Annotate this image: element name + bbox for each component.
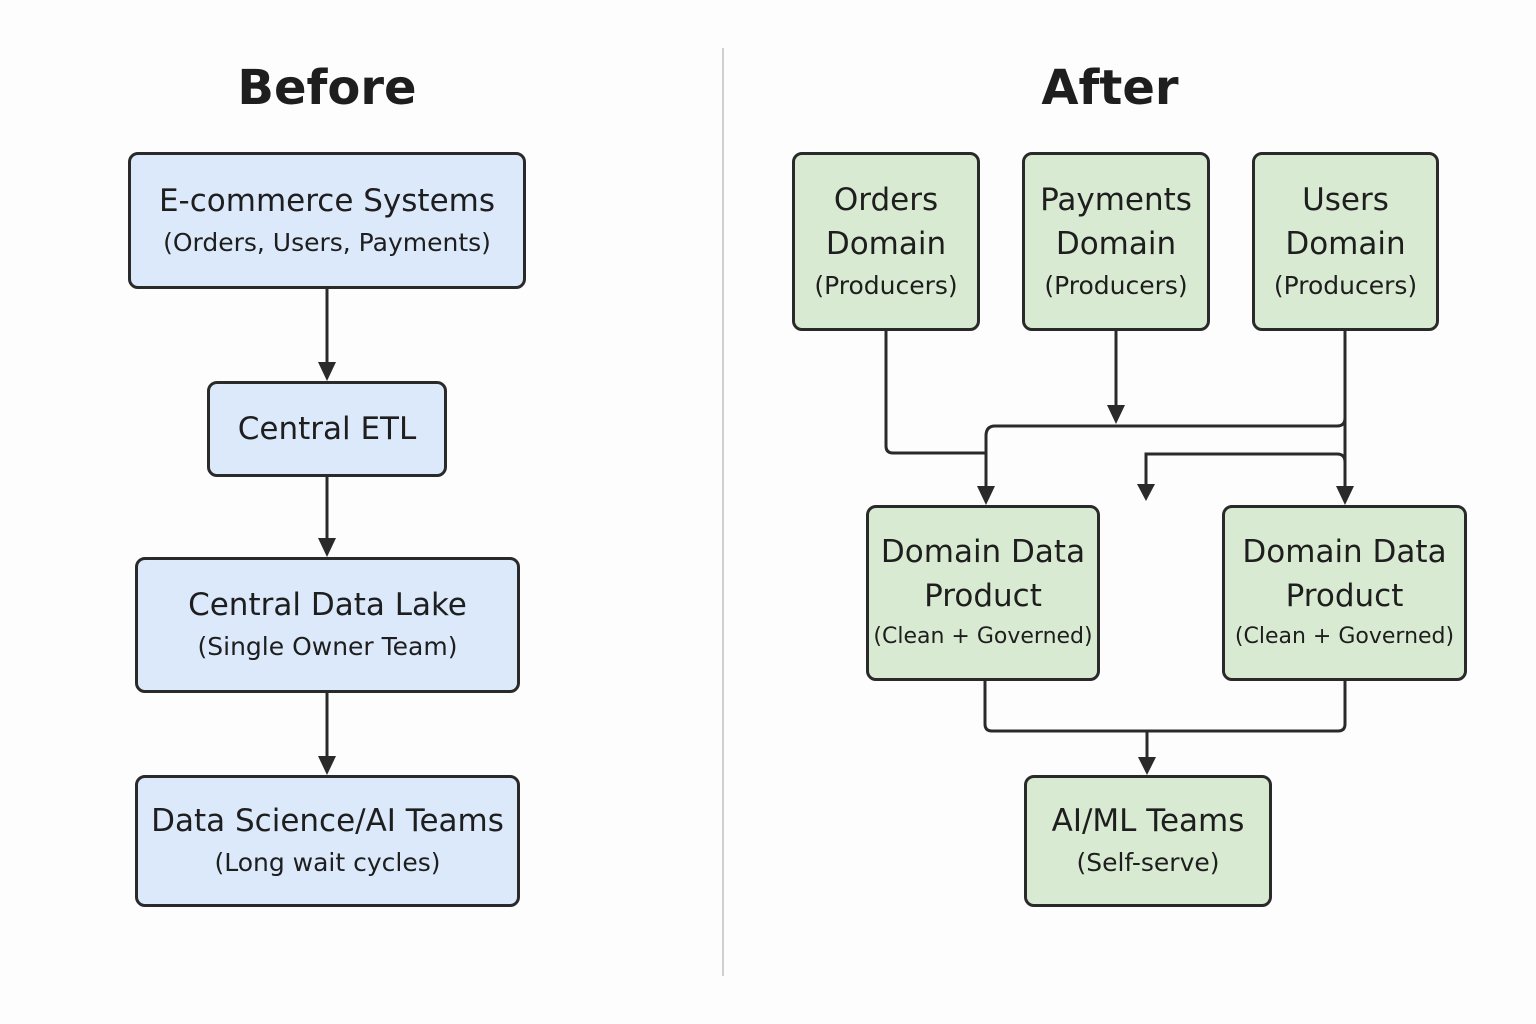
box-label: Domain Data [1242,534,1447,570]
box-label: Orders [833,181,939,218]
orders-domain-box: Orders Domain (Producers) [792,152,980,331]
box-label: Domain Data [880,534,1086,570]
before-title: Before [237,60,417,116]
box-label: Data Science/AI Teams [151,803,504,839]
box-label: Product [924,578,1042,614]
box-label: Central ETL [237,411,417,447]
box-sublabel: (Self-serve) [1076,848,1220,877]
box-sublabel: (Producers) [1273,270,1418,300]
after-title: After [1041,60,1179,116]
box-label: E-commerce Systems [158,182,496,219]
box-sublabel: (Long wait cycles) [214,848,441,877]
domain-data-product-box-2: Domain Data Product (Clean + Governed) [1222,505,1467,681]
box-sublabel: (Producers) [814,270,958,300]
arrow-products-to-aiml [983,680,1347,764]
box-sublabel: (Clean + Governed) [873,624,1093,649]
box-label: Payments [1040,181,1192,218]
arrow-users-to-product1 [984,330,1347,492]
box-sublabel: (Clean + Governed) [1234,624,1455,649]
box-label: Central Data Lake [188,587,467,623]
arrow-branch [1144,452,1347,488]
box-label: Domain [1285,225,1406,262]
box-label: Users [1302,181,1389,218]
box-label: Domain [1055,225,1177,262]
box-sublabel: (Producers) [1044,270,1188,300]
section-divider [722,48,724,976]
box-sublabel: (Orders, Users, Payments) [163,227,491,257]
domain-data-product-box-1: Domain Data Product (Clean + Governed) [866,505,1100,681]
box-label: AI/ML Teams [1051,803,1245,839]
arrow-orders [884,330,985,455]
box-label: Domain [825,225,947,262]
box-sublabel: (Single Owner Team) [197,632,458,661]
data-science-teams-box: Data Science/AI Teams (Long wait cycles) [135,775,520,907]
ecommerce-systems-box: E-commerce Systems (Orders, Users, Payme… [128,152,526,289]
users-domain-box: Users Domain (Producers) [1252,152,1439,331]
aiml-teams-box: AI/ML Teams (Self-serve) [1024,775,1272,907]
central-etl-box: Central ETL [207,381,447,477]
box-label: Product [1285,578,1404,614]
central-data-lake-box: Central Data Lake (Single Owner Team) [135,557,520,693]
payments-domain-box: Payments Domain (Producers) [1022,152,1210,331]
